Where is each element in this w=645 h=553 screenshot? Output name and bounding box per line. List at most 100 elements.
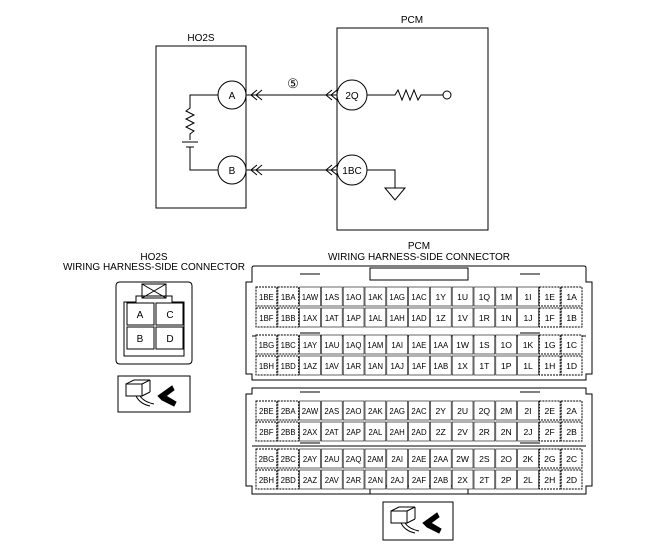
pin-label: 1B — [566, 313, 577, 323]
ho2s-connector-title: HO2S — [140, 252, 168, 263]
pin-cell — [277, 469, 300, 490]
pin-cell — [430, 307, 452, 328]
pcm-open-terminal — [442, 90, 452, 100]
connector-plug-icon — [117, 375, 191, 413]
pin-cell — [277, 448, 300, 469]
pin-cell — [560, 307, 583, 328]
pcm-resistor — [367, 88, 443, 102]
pin-label: 2L — [523, 475, 533, 485]
pin-cell — [430, 286, 452, 307]
pin-cell — [517, 355, 539, 376]
pin-label: 1S — [479, 340, 490, 350]
pcm-ground-wire — [367, 169, 396, 188]
pin-cell — [560, 448, 583, 469]
upper-latch — [369, 267, 469, 281]
pcm-connector-title: PCM — [408, 241, 430, 252]
pin-cell — [342, 469, 365, 490]
pin-cell — [538, 334, 561, 355]
pin-cell — [408, 469, 430, 490]
pin-label: 2W — [456, 454, 470, 464]
pin-label: 2I — [524, 406, 531, 416]
pin-cell — [126, 326, 155, 350]
pin-label: 2E — [545, 406, 556, 416]
pin-label: 1AV — [325, 362, 340, 371]
schematic — [155, 27, 489, 231]
wire-number: ⑤ — [287, 76, 299, 91]
pin-cell — [408, 400, 430, 421]
pin-label: 2AY — [303, 455, 318, 464]
pin-label: 2BH — [259, 476, 274, 485]
pin-label: 2AV — [325, 476, 340, 485]
ho2s-connector-inner — [123, 295, 185, 357]
pin-cell — [277, 421, 300, 442]
terminal-1bc-label: 1BC — [342, 166, 361, 177]
pin-label: 2AG — [389, 407, 405, 416]
terminal-a-label: A — [229, 91, 236, 102]
pin-cell — [299, 355, 321, 376]
pin-label: 2AF — [412, 476, 427, 485]
pin-label: 1AQ — [346, 341, 362, 350]
pin-label: 2T — [479, 475, 490, 485]
pin-label: 1U — [457, 292, 468, 302]
pin-label: 2AT — [325, 428, 339, 437]
pin-label: 1J — [523, 313, 532, 323]
pin-label: 1AB — [433, 362, 448, 371]
pin-cell — [255, 448, 278, 469]
ho2s-box — [155, 45, 247, 209]
pin-cell — [538, 355, 561, 376]
pcm-box — [336, 27, 489, 231]
pin-label: 2D — [566, 475, 577, 485]
pin-cell — [299, 286, 321, 307]
pin-cell — [321, 400, 343, 421]
pin-label: 1F — [545, 313, 555, 323]
pin-cell — [451, 307, 474, 328]
pin-cell — [473, 448, 496, 469]
pin-label: 2BB — [281, 428, 296, 437]
pin-cell — [364, 334, 387, 355]
pin-cell — [321, 334, 343, 355]
pin-cell — [430, 334, 452, 355]
pin-cell — [386, 469, 408, 490]
pin-cell — [277, 334, 300, 355]
pin-label: 1T — [479, 361, 490, 371]
pin-cell — [430, 400, 452, 421]
pin-label: 2R — [479, 427, 490, 437]
pin-cell — [517, 469, 539, 490]
pin-cell — [364, 400, 387, 421]
pin-cell — [430, 448, 452, 469]
terminal-2q-label: 2Q — [345, 91, 359, 102]
pin-cell — [321, 448, 343, 469]
pin-cell — [342, 355, 365, 376]
pin-label: 2J — [523, 427, 532, 437]
pin-cell — [560, 469, 583, 490]
pin-label: 2AN — [368, 476, 383, 485]
pin-cell — [299, 400, 321, 421]
pin-cell — [277, 355, 300, 376]
pin-cell — [342, 421, 365, 442]
pin-label: 1K — [523, 340, 534, 350]
pin-label: 2V — [457, 427, 468, 437]
pin-label: 2AA — [433, 455, 449, 464]
pin-cell — [386, 355, 408, 376]
pin-label: 2BA — [281, 407, 297, 416]
pin-b: B — [137, 334, 144, 345]
pin-cell — [451, 334, 474, 355]
pin-cell — [386, 307, 408, 328]
pin-cell — [495, 400, 517, 421]
pin-label: 2Q — [479, 406, 491, 416]
pin-cell — [495, 307, 517, 328]
pin-label: 2N — [501, 427, 512, 437]
pin-cell — [451, 355, 474, 376]
pin-cell — [495, 469, 517, 490]
pin-cell — [495, 355, 517, 376]
ho2s-internal-wire — [184, 94, 218, 140]
pin-cell — [342, 334, 365, 355]
pin-label: 2A — [566, 406, 577, 416]
pin-label: 2Y — [436, 406, 447, 416]
pin-cell — [560, 355, 583, 376]
chevron-icon — [255, 164, 263, 176]
pin-cell — [277, 307, 300, 328]
pin-cell — [451, 400, 474, 421]
pin-label: 2C — [566, 454, 577, 464]
